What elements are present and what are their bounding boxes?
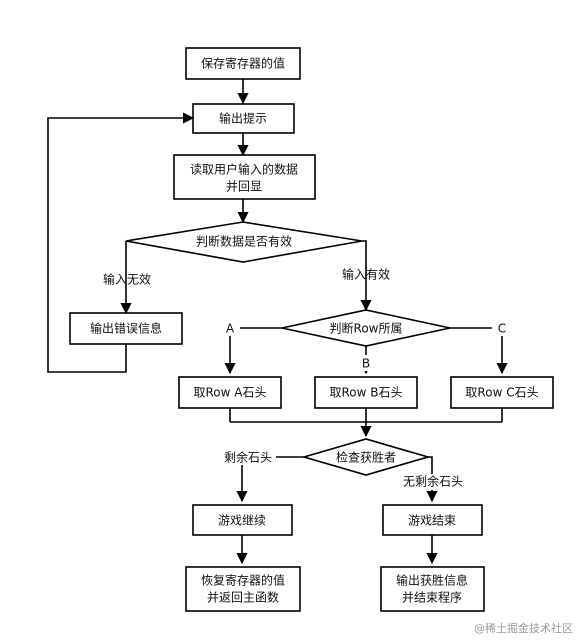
node-read-input: 读取用户输入的数据 并回显 — [173, 154, 316, 200]
node-take-a: 取Row A石头 — [178, 376, 282, 409]
svg-text:取Row A石头: 取Row A石头 — [194, 386, 267, 400]
svg-text:判断Row所属: 判断Row所属 — [330, 321, 403, 336]
edge-error-loop — [47, 112, 195, 373]
svg-text:输出提示: 输出提示 — [219, 111, 267, 126]
edge-label-c: C — [498, 322, 506, 336]
svg-text:读取用户输入的数据: 读取用户输入的数据 — [190, 162, 298, 177]
svg-text:取Row B石头: 取Row B石头 — [329, 386, 402, 400]
node-output-error: 输出错误信息 — [69, 312, 183, 345]
edge-label-b: B — [362, 357, 370, 371]
node-output-winner: 输出获胜信息 并结束程序 — [380, 566, 485, 612]
edge-label-invalid: 输入无效 — [103, 272, 151, 287]
edge-valid — [360, 240, 372, 312]
node-check-row: 判断Row所属 — [281, 309, 451, 347]
edge-label-none-remaining: 无剩余石头 — [403, 474, 463, 489]
node-game-continue: 游戏继续 — [192, 504, 293, 536]
watermark: @稀土掘金技术社区 — [474, 622, 573, 635]
svg-text:并返回主函数: 并返回主函数 — [207, 590, 279, 605]
node-output-prompt: 输出提示 — [192, 103, 295, 134]
node-take-b: 取Row B石头 — [314, 376, 418, 409]
node-game-end: 游戏结束 — [382, 504, 483, 536]
svg-text:取Row C石头: 取Row C石头 — [465, 386, 538, 400]
svg-text:输出获胜信息: 输出获胜信息 — [396, 573, 468, 588]
edge-label-valid: 输入有效 — [342, 267, 390, 282]
svg-text:输出错误信息: 输出错误信息 — [90, 321, 162, 336]
node-save-registers: 保存寄存器的值 — [185, 47, 301, 80]
svg-text:游戏继续: 游戏继续 — [218, 514, 266, 528]
edges — [47, 79, 508, 565]
edge-label-a: A — [226, 322, 235, 336]
svg-text:保存寄存器的值: 保存寄存器的值 — [201, 56, 285, 71]
svg-text:恢复寄存器的值: 恢复寄存器的值 — [201, 573, 285, 588]
node-check-winner: 检查获胜者 — [301, 438, 431, 476]
svg-text:游戏结束: 游戏结束 — [408, 514, 456, 528]
edge-label-remaining: 剩余石头 — [224, 450, 272, 465]
node-check-valid: 判断数据是否有效 — [125, 221, 363, 263]
node-take-c: 取Row C石头 — [450, 376, 554, 409]
svg-text:判断数据是否有效: 判断数据是否有效 — [196, 234, 292, 249]
svg-text:检查获胜者: 检查获胜者 — [336, 450, 396, 465]
node-restore-registers: 恢复寄存器的值 并返回主函数 — [185, 566, 301, 612]
svg-text:并结束程序: 并结束程序 — [402, 590, 462, 605]
svg-text:并回显: 并回显 — [226, 180, 262, 194]
